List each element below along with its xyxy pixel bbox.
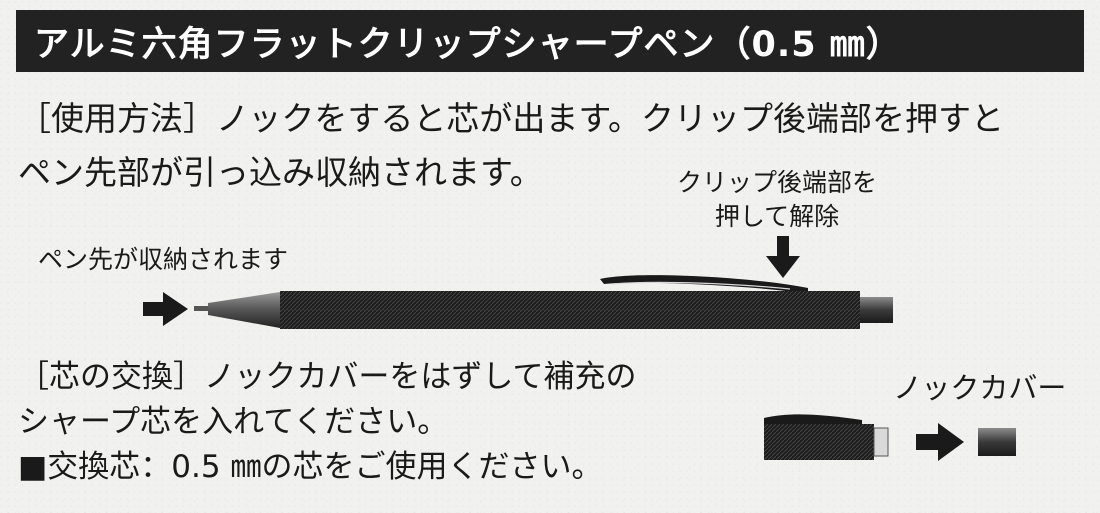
usage-line-1: ［使用方法］ノックをすると芯が出ます。クリップ後端部を押すと [18,99,1005,138]
clip-release-callout: クリップ後端部を 押して解除 [642,166,912,234]
arrow-right-icon [143,292,188,326]
arrow-down-icon [766,236,800,278]
lead-tube [873,427,889,457]
clip-release-line-1: クリップ後端部を [676,168,877,197]
knock-cover-part [978,428,1016,456]
pen-illustration [194,275,893,329]
pen-lead [194,306,208,311]
refill-instructions: ［芯の交換］ノックカバーをはずして補充の シャープ芯を入れてください。 ■交換芯… [18,359,637,495]
exchange-line-3: ■交換芯：0.5 ㎜の芯をご使用ください。 [18,449,603,485]
arrow-right-icon [916,423,964,461]
exchange-line-2: シャープ芯を入れてください。 [18,404,449,440]
exchange-line-1: ［芯の交換］ノックカバーをはずして補充の [18,359,637,395]
retract-callout: ペン先が収納されます [38,245,289,274]
title-bar: アルミ六角フラットクリップシャープペン（0.5 ㎜） [16,10,1084,72]
usage-line-2: ペン先部が引っ込み収納されます。 [18,153,543,192]
clip-release-line-2: 押して解除 [714,201,840,231]
usage-instructions: ［使用方法］ノックをすると芯が出ます。クリップ後端部を押すと ペン先部が引っ込み… [18,100,1004,208]
pen-tip [208,292,280,328]
pen-knock-cover [860,297,893,323]
page-title: アルミ六角フラットクリップシャープペン（0.5 ㎜） [34,24,902,65]
knock-cover-callout: ノックカバー [893,371,1067,405]
barrel-end-illustration [764,414,889,460]
